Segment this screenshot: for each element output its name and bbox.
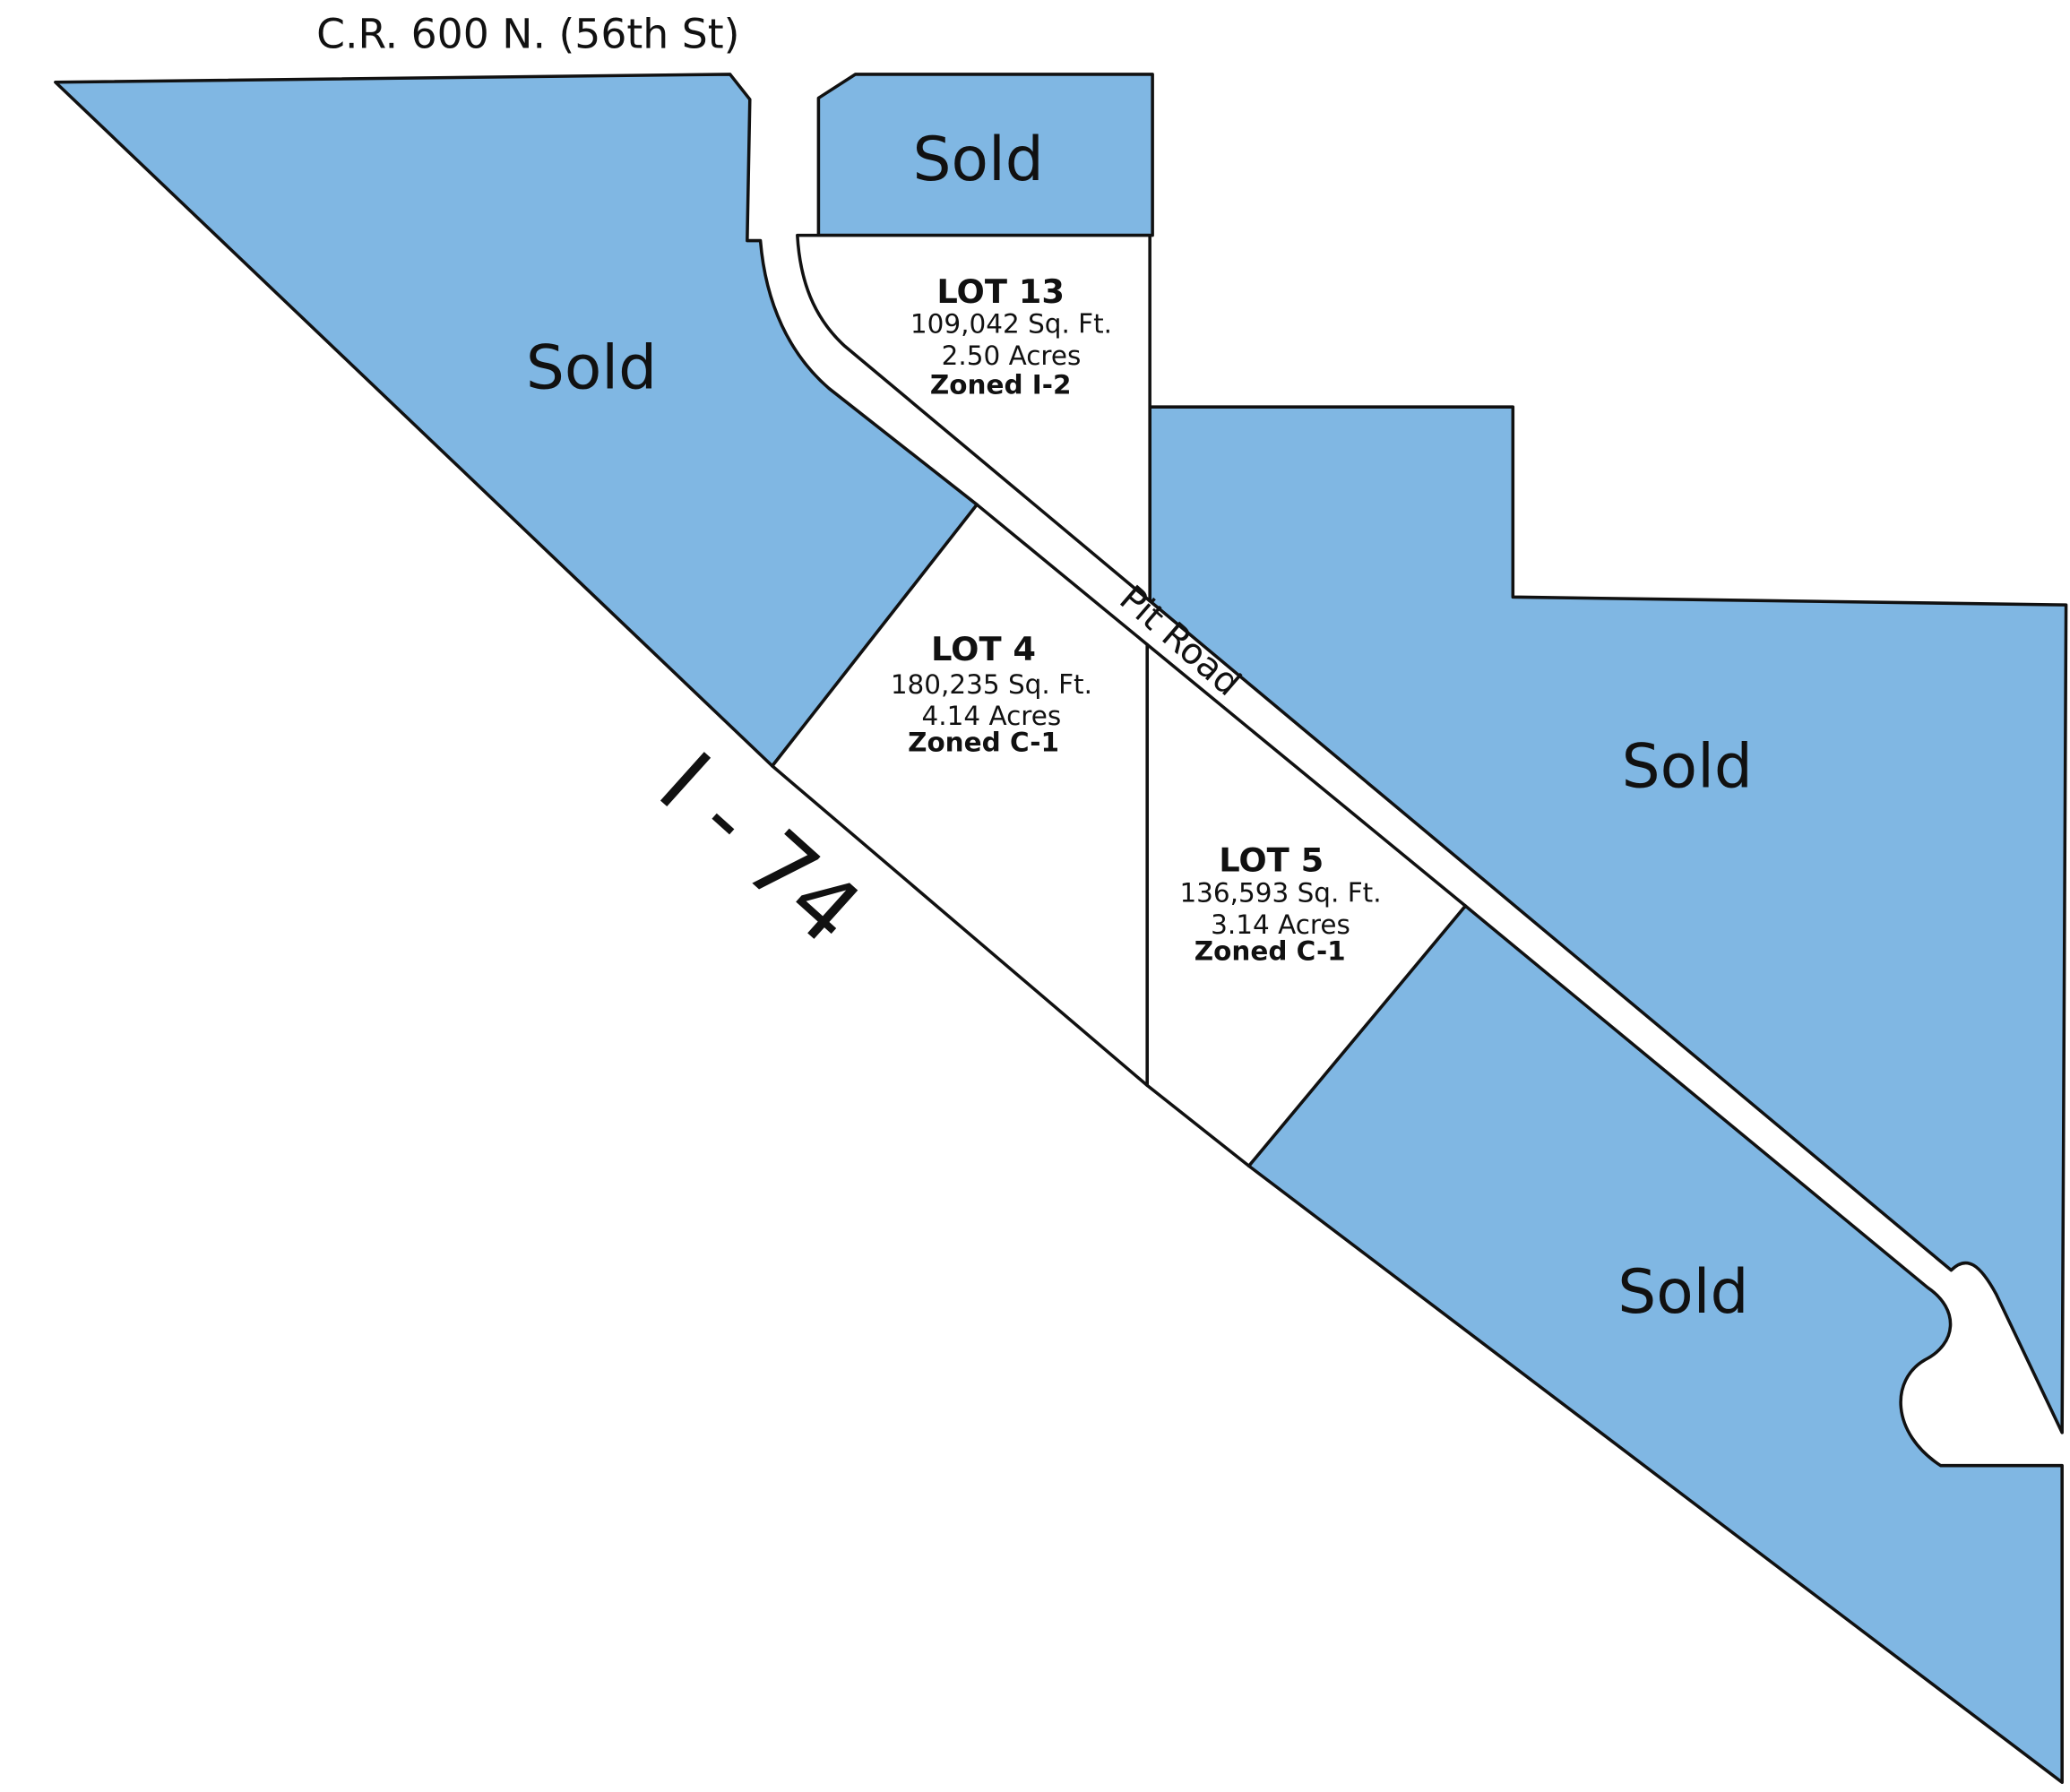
lot-acres: 3.14 Acres [1211, 909, 1350, 940]
lot-zoning: Zoned C-1 [1195, 935, 1346, 966]
lot-4-label: LOT 4 180,235 Sq. Ft. 4.14 Acres Zoned C… [891, 630, 1092, 758]
lot-title: LOT 4 [931, 630, 1036, 668]
lot-sqft: 109,042 Sq. Ft. [910, 309, 1112, 340]
sold-label: Sold [913, 124, 1044, 194]
lot-sqft: 180,235 Sq. Ft. [891, 669, 1092, 700]
lot-zoning: Zoned I-2 [930, 369, 1072, 400]
lot-acres: 2.50 Acres [942, 340, 1082, 371]
lot-sqft: 136,593 Sq. Ft. [1179, 878, 1381, 909]
lot-title: LOT 5 [1219, 841, 1324, 880]
lot-zoning: Zoned C-1 [908, 728, 1059, 758]
road-label-cr-600n: C.R. 600 N. (56th St) [316, 10, 739, 57]
lot-5-label: LOT 5 136,593 Sq. Ft. 3.14 Acres Zoned C… [1179, 841, 1381, 967]
sold-label: Sold [1617, 1256, 1748, 1327]
lot-13-label: LOT 13 109,042 Sq. Ft. 2.50 Acres Zoned … [910, 272, 1112, 401]
lot-5-parcel[interactable] [1145, 642, 1468, 1168]
lot-acres: 4.14 Acres [922, 701, 1062, 731]
sold-parcel-north[interactable] [816, 73, 1154, 237]
sold-label: Sold [1622, 730, 1753, 801]
lot-title: LOT 13 [936, 272, 1065, 311]
sold-label: Sold [526, 332, 657, 403]
lot-13-parcel[interactable] [796, 233, 1151, 603]
sold-parcel-east[interactable] [1148, 405, 2068, 1434]
sold-parcel-northwest[interactable] [54, 73, 979, 768]
sold-parcel-southeast[interactable] [1246, 904, 2064, 1785]
